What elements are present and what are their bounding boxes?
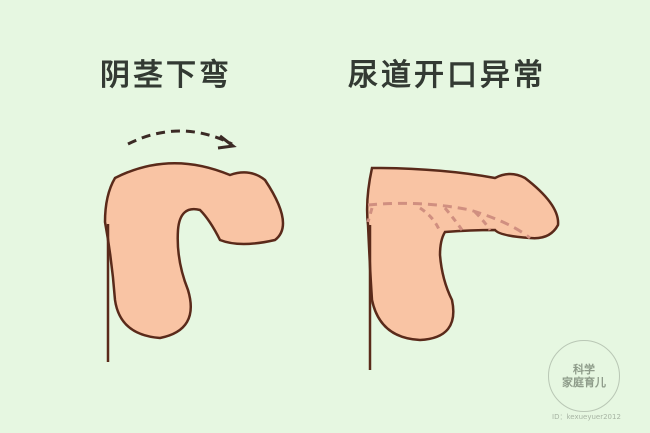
watermark-logo: 科学 家庭育儿 — [548, 340, 620, 412]
label-urethral-opening-abnormality: 尿道开口异常 — [348, 58, 546, 93]
label-chordee: 阴茎下弯 — [100, 58, 232, 93]
watermark-line2: 家庭育儿 — [562, 376, 606, 389]
left-diagram-shape — [103, 162, 285, 362]
watermark-id: ID：kexueyuer2012 — [552, 413, 621, 421]
watermark-line1: 科学 — [573, 363, 595, 376]
right-diagram-shape — [365, 166, 560, 370]
curve-arrow-icon — [127, 129, 237, 150]
